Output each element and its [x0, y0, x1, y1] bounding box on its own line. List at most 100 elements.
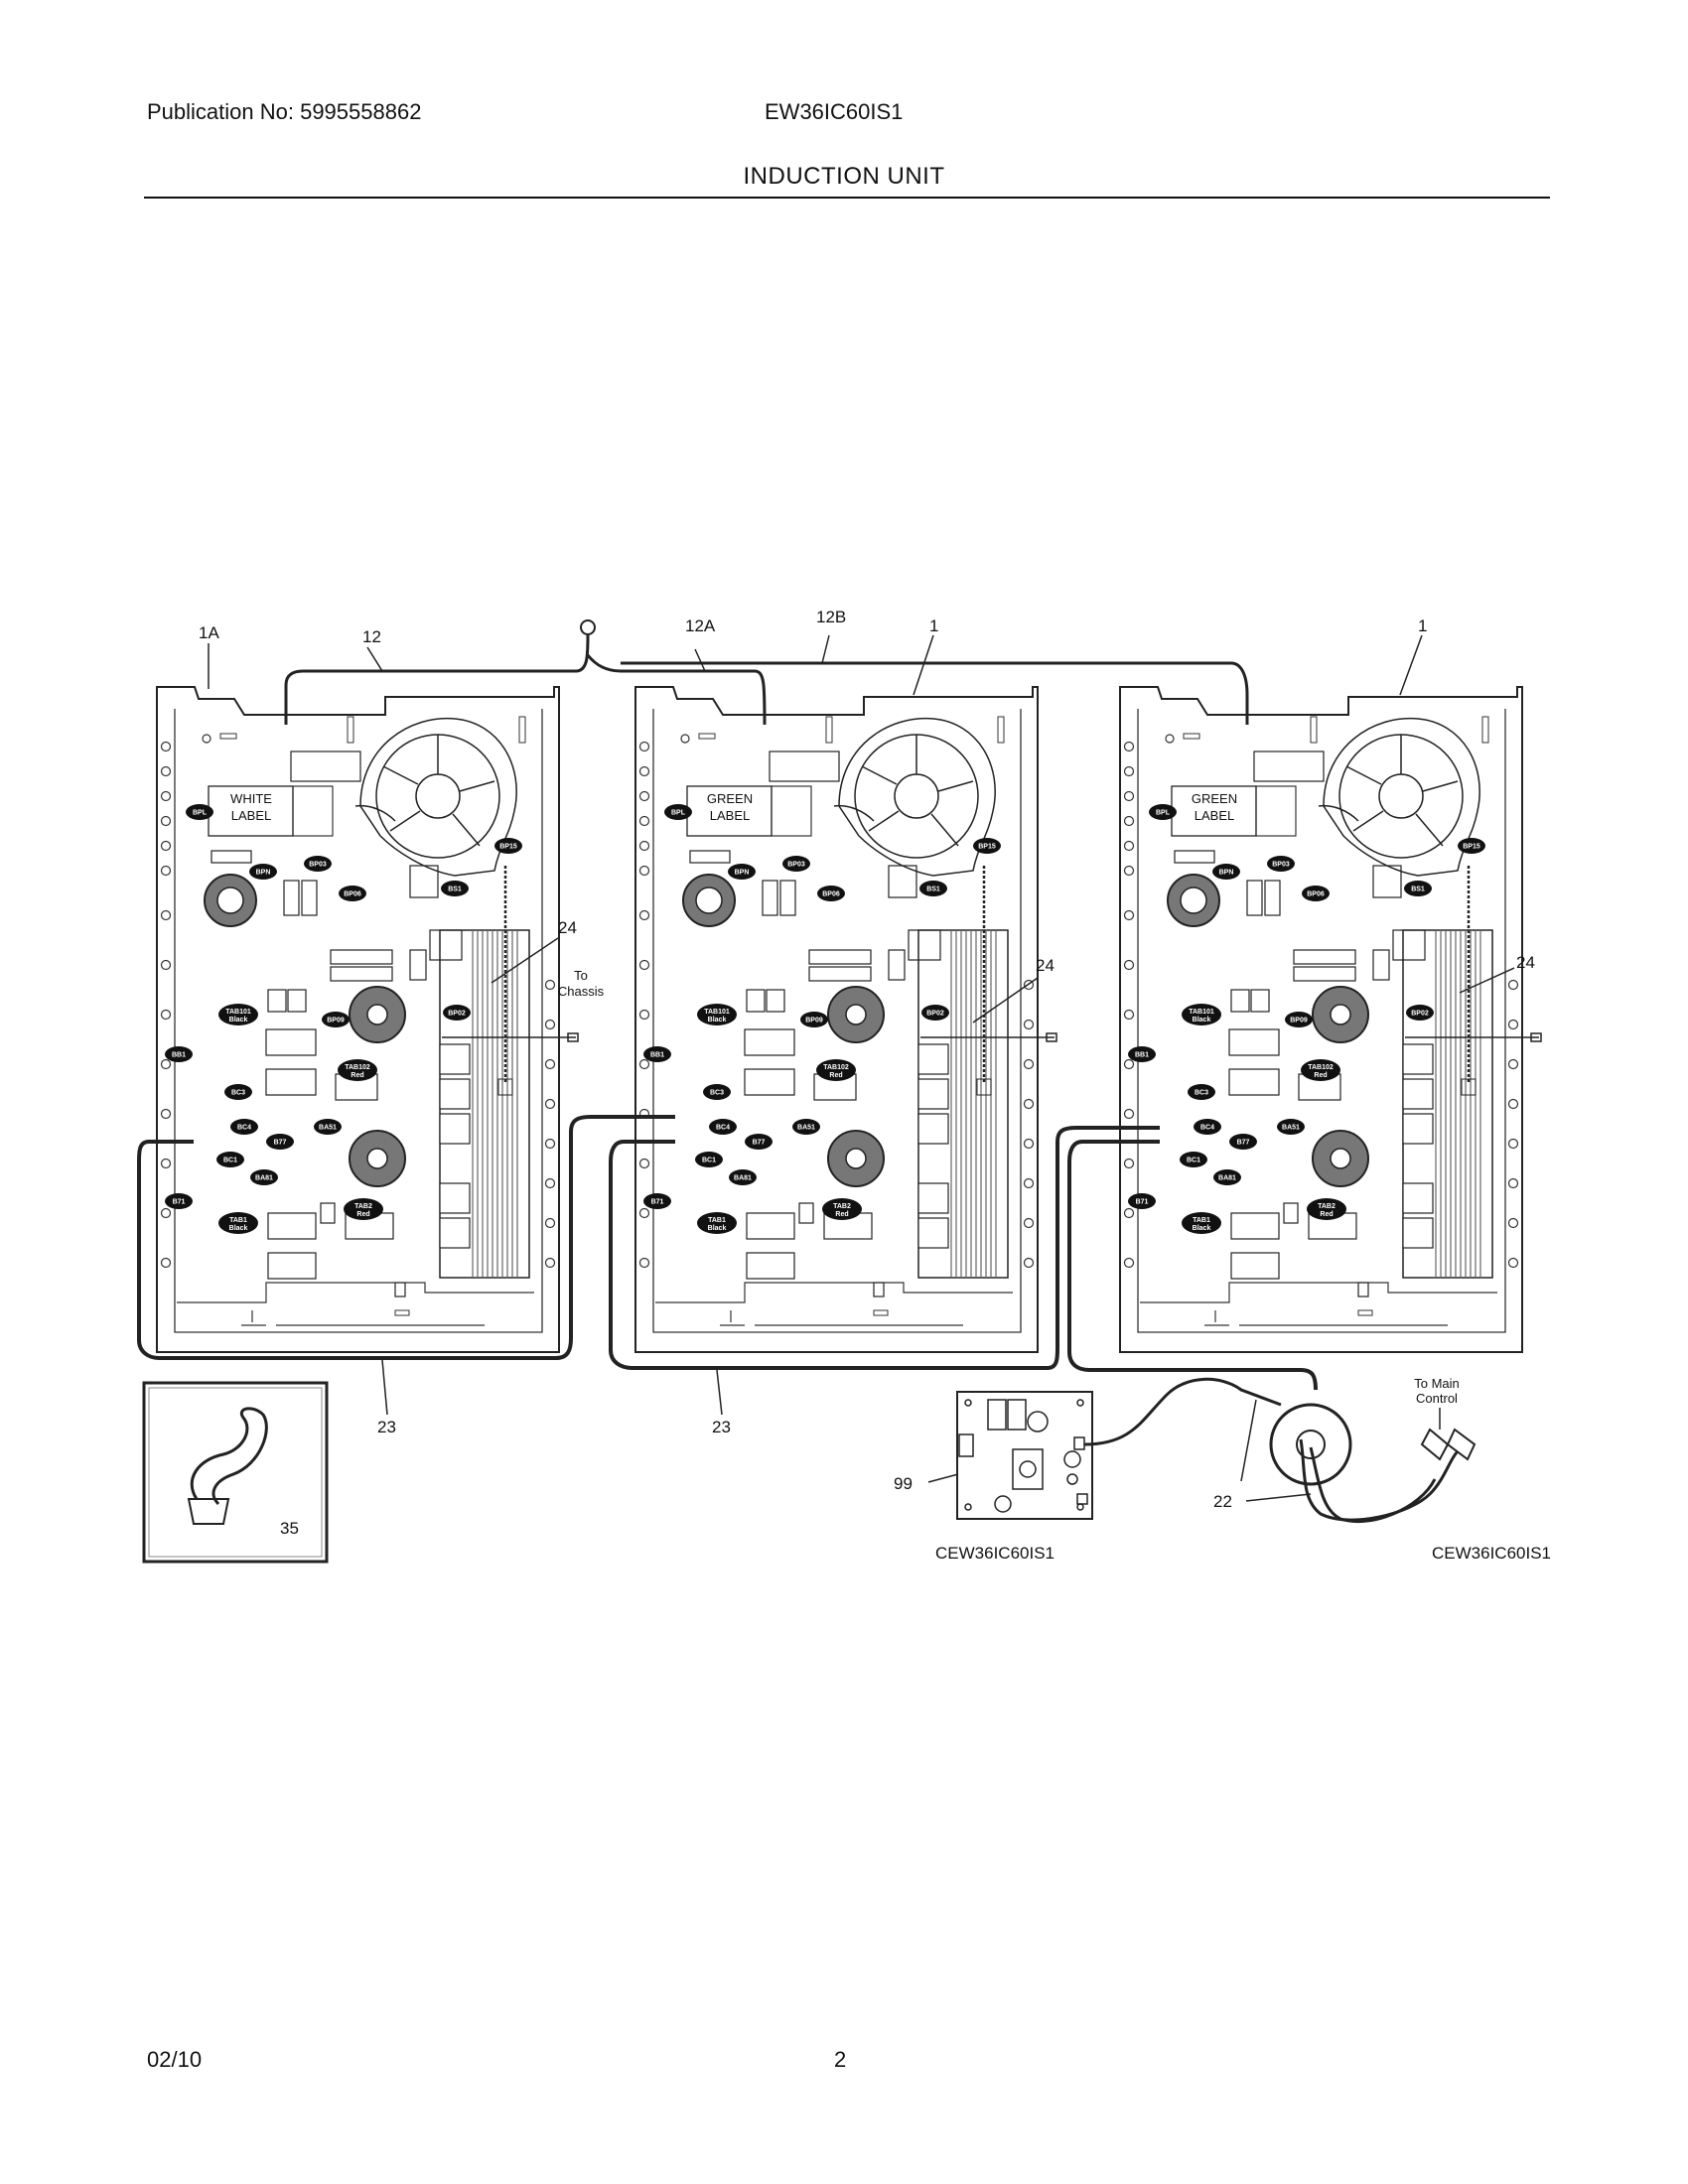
board-tags: BPL BPN BP03 BP06 BS1 BP15 BP09 BP02 TAB… [165, 804, 522, 1234]
svg-text:TAB2: TAB2 [354, 1203, 372, 1210]
chassis-ground-wires [442, 1032, 1542, 1042]
svg-text:BP09: BP09 [1290, 1018, 1308, 1024]
callout-99: 99 [894, 1474, 913, 1493]
svg-text:BP03: BP03 [787, 862, 805, 869]
module-2-label-line2: LABEL [710, 808, 750, 823]
filter-board-99 [956, 1391, 1093, 1520]
svg-text:BP09: BP09 [327, 1018, 345, 1024]
board-tags-module-3: BPL BPN BP03 BP06 BS1 BP15 BP09 BP02 TAB… [1128, 804, 1485, 1234]
svg-text:BB1: BB1 [172, 1052, 186, 1059]
header-rule [144, 197, 1550, 199]
notes: To Chassis To Main Control CEW36IC60IS1 … [558, 968, 1551, 1563]
callout-12b: 12B [816, 608, 846, 626]
to-chassis-line2: Chassis [558, 984, 605, 999]
ribbon-cables-23 [137, 1115, 1318, 1391]
to-main-control-line2: Control [1416, 1391, 1458, 1406]
svg-text:Black: Black [708, 1017, 727, 1024]
svg-text:TAB102: TAB102 [1308, 1064, 1334, 1071]
svg-text:BPL: BPL [1156, 810, 1171, 817]
svg-text:BA81: BA81 [734, 1175, 752, 1182]
svg-text:TAB101: TAB101 [704, 1009, 730, 1016]
module-labels: WHITE LABEL GREEN LABEL GREEN LABEL [230, 791, 1237, 823]
callout-23-a: 23 [377, 1418, 396, 1436]
svg-text:Black: Black [1193, 1017, 1211, 1024]
svg-text:BC4: BC4 [716, 1125, 730, 1132]
svg-text:BP03: BP03 [1272, 862, 1290, 869]
svg-text:Red: Red [356, 1211, 369, 1218]
svg-text:B71: B71 [173, 1199, 186, 1206]
svg-text:B71: B71 [651, 1199, 664, 1206]
board-tags-module-2: BPL BPN BP03 BP06 BS1 BP15 BP09 BP02 TAB… [643, 804, 1001, 1234]
svg-text:TAB2: TAB2 [833, 1203, 851, 1210]
svg-text:BA51: BA51 [1282, 1125, 1300, 1132]
callout-1a: 1A [199, 623, 219, 642]
callout-leaders [208, 634, 1515, 1502]
svg-text:BS1: BS1 [448, 887, 462, 893]
main-control-harness-22 [1083, 1377, 1477, 1524]
svg-text:Red: Red [829, 1072, 842, 1079]
svg-text:B77: B77 [274, 1140, 287, 1147]
module-1 [155, 685, 561, 1354]
svg-text:Red: Red [835, 1211, 848, 1218]
svg-text:BA51: BA51 [797, 1125, 815, 1132]
callout-35: 35 [280, 1519, 299, 1538]
svg-text:B77: B77 [1237, 1140, 1250, 1147]
callout-24-a: 24 [558, 918, 577, 937]
svg-text:Black: Black [708, 1225, 727, 1232]
to-chassis-line1: To [574, 968, 588, 983]
svg-text:BP03: BP03 [309, 862, 327, 869]
svg-text:TAB2: TAB2 [1318, 1203, 1336, 1210]
svg-text:BS1: BS1 [1411, 887, 1425, 893]
revision-date: 02/10 [147, 2047, 203, 2072]
module-2-label-line1: GREEN [707, 791, 753, 806]
module-3-label-line2: LABEL [1195, 808, 1234, 823]
svg-text:BP15: BP15 [978, 844, 996, 851]
callout-12a: 12A [685, 616, 716, 635]
svg-text:BP15: BP15 [499, 844, 517, 851]
svg-text:TAB1: TAB1 [229, 1217, 247, 1224]
module-3 [1118, 685, 1524, 1354]
svg-text:BA51: BA51 [319, 1125, 337, 1132]
svg-text:BC3: BC3 [710, 1090, 724, 1097]
svg-text:BPN: BPN [1219, 870, 1234, 877]
part-35-inset [142, 1381, 329, 1564]
page-number: 2 [834, 2047, 847, 2072]
svg-text:BC3: BC3 [231, 1090, 245, 1097]
variant-note-22: CEW36IC60IS1 [1432, 1544, 1551, 1563]
svg-text:BC1: BC1 [223, 1158, 237, 1164]
svg-text:Red: Red [1314, 1072, 1327, 1079]
svg-text:Black: Black [229, 1225, 248, 1232]
svg-text:Red: Red [351, 1072, 363, 1079]
svg-text:BPN: BPN [735, 870, 750, 877]
svg-text:BC1: BC1 [1187, 1158, 1200, 1164]
svg-text:BC4: BC4 [237, 1125, 251, 1132]
svg-text:BPL: BPL [193, 810, 208, 817]
svg-text:BS1: BS1 [926, 887, 940, 893]
svg-text:BP02: BP02 [1411, 1011, 1429, 1018]
svg-text:B77: B77 [753, 1140, 766, 1147]
svg-text:BP02: BP02 [448, 1011, 466, 1018]
callout-12: 12 [362, 627, 381, 646]
ground-harness [284, 634, 1249, 726]
svg-text:B71: B71 [1136, 1199, 1149, 1206]
to-main-control-line1: To Main [1414, 1376, 1460, 1391]
callout-1-a: 1 [929, 616, 938, 635]
svg-text:BP06: BP06 [344, 891, 361, 898]
svg-text:TAB1: TAB1 [708, 1217, 726, 1224]
module-1-label-line1: WHITE [230, 791, 272, 806]
svg-text:BC3: BC3 [1195, 1090, 1208, 1097]
svg-text:BPN: BPN [256, 870, 271, 877]
callout-1-b: 1 [1418, 616, 1427, 635]
callout-23-b: 23 [712, 1418, 731, 1436]
callout-24-c: 24 [1516, 953, 1535, 972]
callouts: 1A 12 12A 12B 1 1 24 24 24 23 23 35 99 2… [199, 608, 1535, 1538]
svg-text:BB1: BB1 [650, 1052, 664, 1059]
svg-text:TAB102: TAB102 [823, 1064, 849, 1071]
callout-24-b: 24 [1036, 956, 1055, 975]
svg-text:BA81: BA81 [255, 1175, 273, 1182]
svg-text:TAB102: TAB102 [345, 1064, 370, 1071]
module-3-label-line1: GREEN [1192, 791, 1237, 806]
publication-number: Publication No: 5995558862 [147, 99, 422, 124]
svg-text:BP06: BP06 [1307, 891, 1325, 898]
